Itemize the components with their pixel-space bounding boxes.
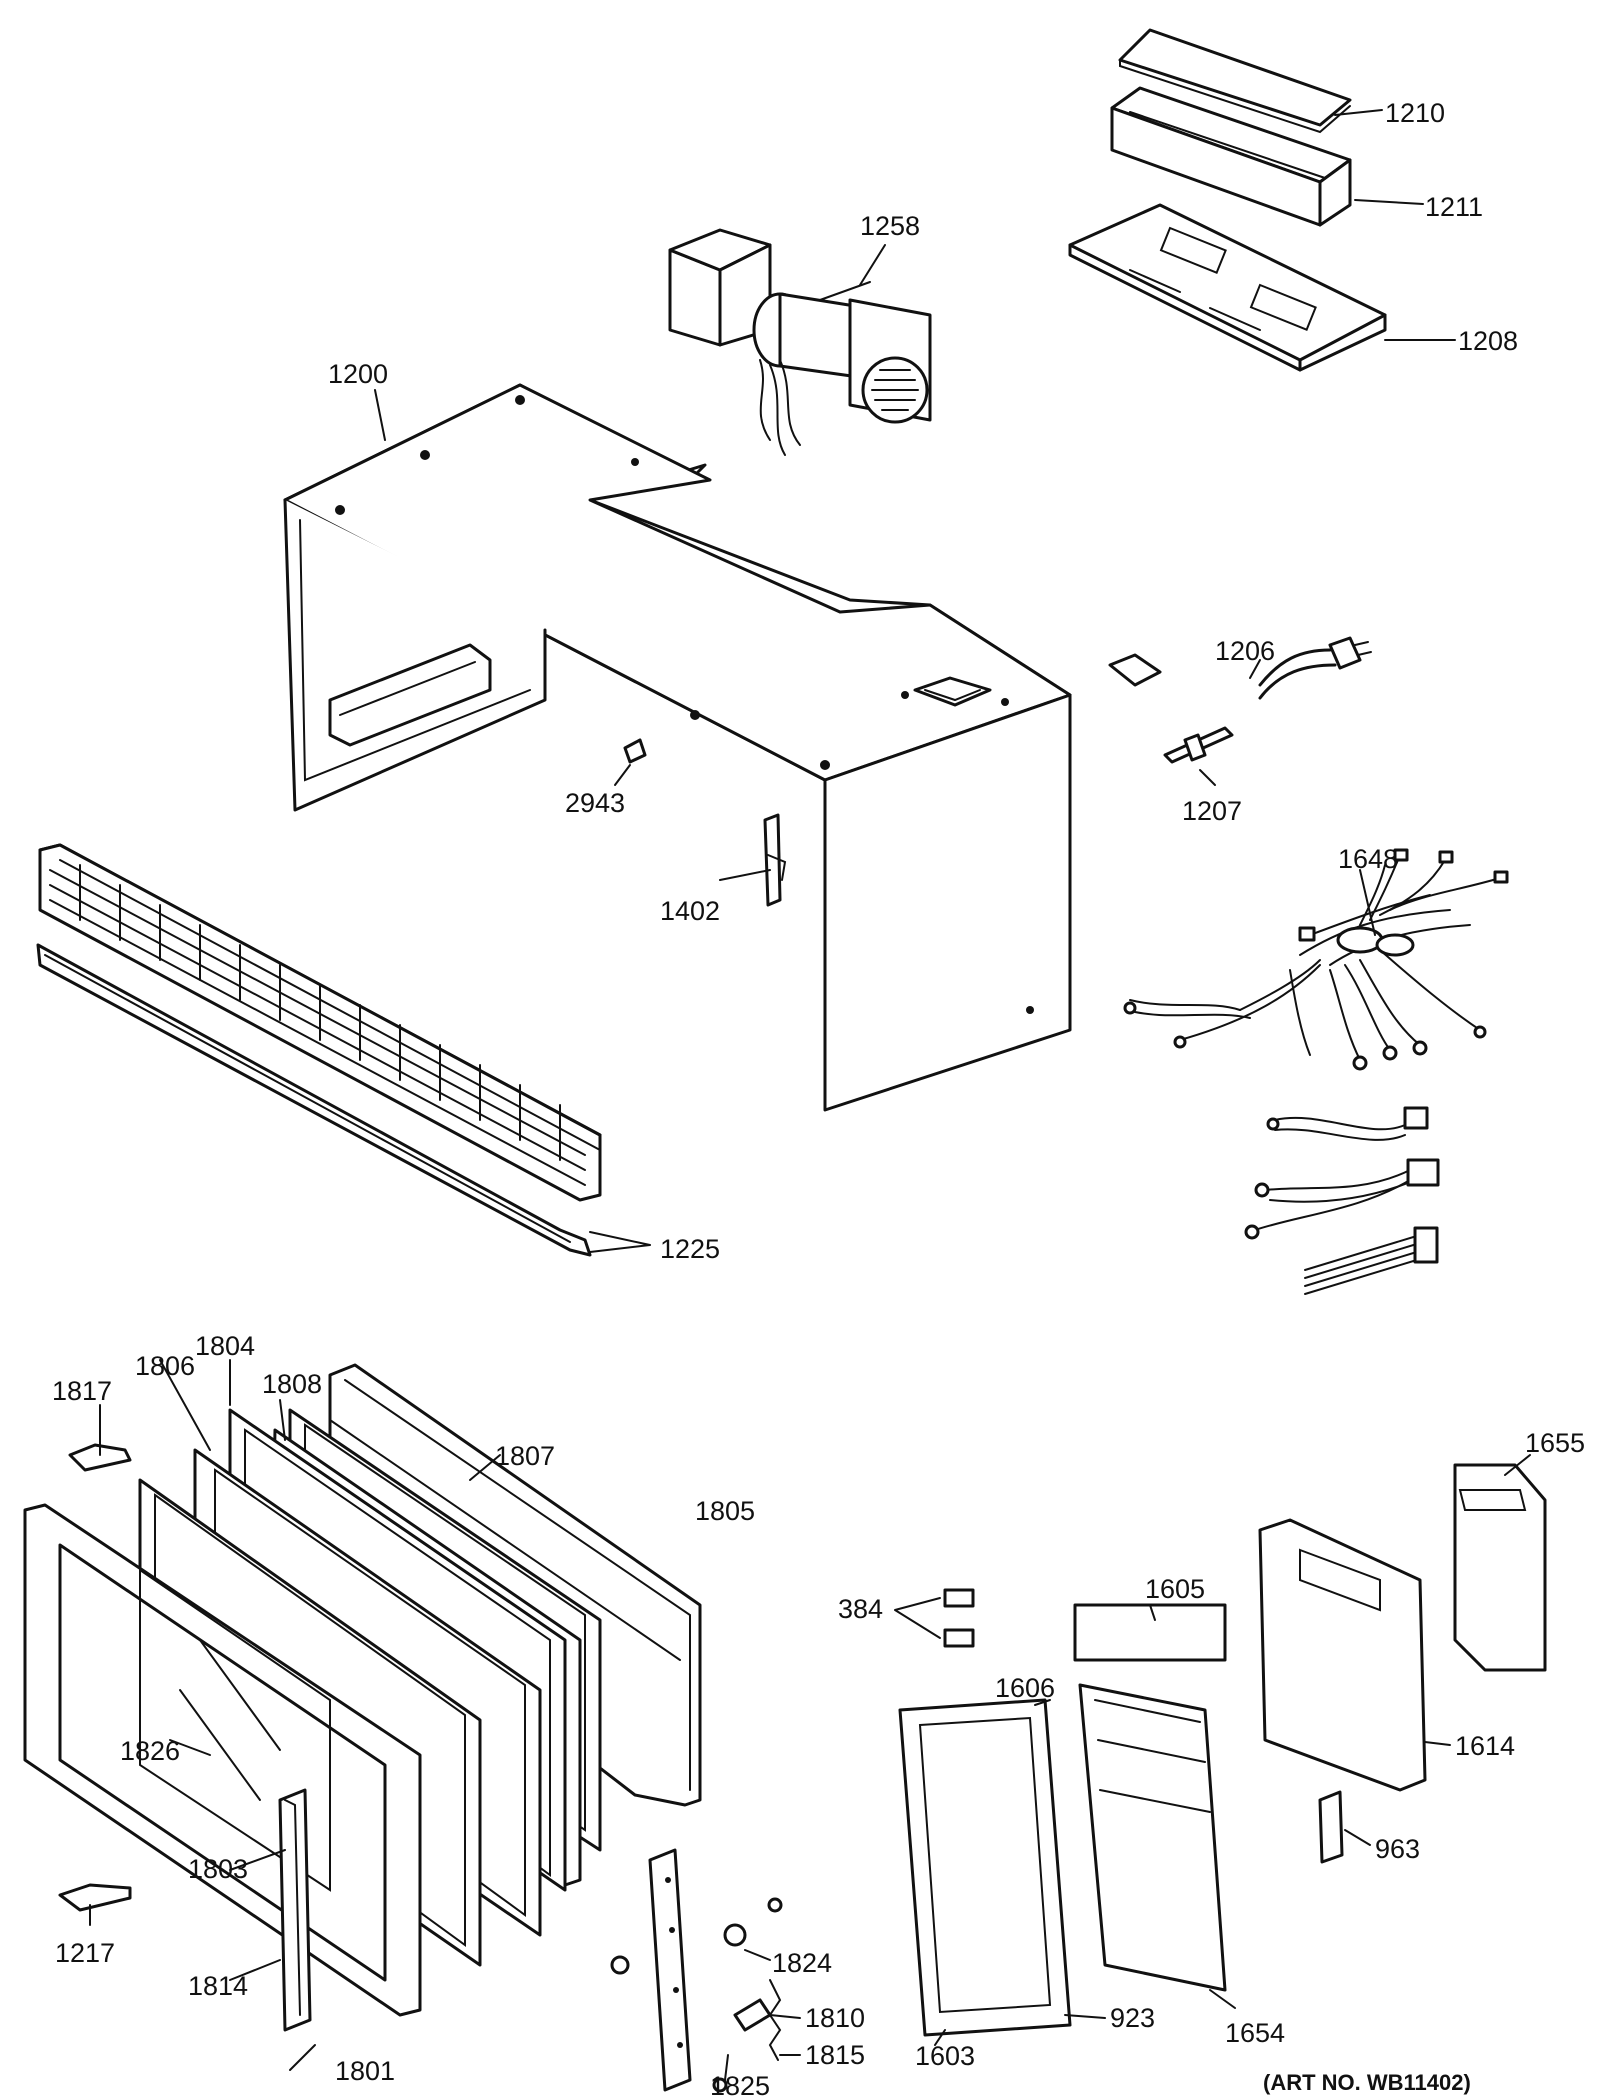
part-1648-wire-harness: [1123, 848, 1509, 1295]
callout-1814: 1814: [188, 1971, 248, 2001]
part-2943-clip: [623, 738, 647, 764]
callout-1825: 1825: [710, 2071, 770, 2100]
callout-1210: 1210: [1385, 98, 1445, 128]
callout-1648: 1648: [1338, 844, 1398, 874]
part-1605-display-window: [1073, 1603, 1227, 1662]
callout-1824: 1824: [772, 1948, 832, 1978]
callout-923: 923: [1110, 2003, 1155, 2033]
callout-1208: 1208: [1458, 326, 1518, 356]
part-1655-display-board: [1453, 1463, 1547, 1672]
part-1211-duct: [1110, 86, 1352, 227]
callout-1808: 1808: [262, 1369, 322, 1399]
callout-1803: 1803: [188, 1854, 248, 1884]
callout-963: 963: [1375, 1834, 1420, 1864]
callout-1207: 1207: [1182, 796, 1242, 826]
part-963-bracket: [1318, 1790, 1344, 1864]
callout-1807: 1807: [495, 1441, 555, 1471]
callout-1206: 1206: [1215, 636, 1275, 666]
part-1210-cover: [1118, 28, 1352, 134]
part-1402-bracket: [763, 813, 787, 907]
callout-1614: 1614: [1455, 1731, 1515, 1761]
part-1258-blower-motor: [668, 228, 932, 456]
callout-2943: 2943: [565, 788, 625, 818]
callout-1258: 1258: [860, 211, 920, 241]
callout-1654: 1654: [1225, 2018, 1285, 2048]
part-1207-strain-relief: [1163, 726, 1234, 764]
callout-1402: 1402: [660, 896, 720, 926]
part-1208-plate: [1068, 203, 1387, 372]
callout-1826: 1826: [120, 1736, 180, 1766]
part-1217-hinge: [58, 1883, 132, 1912]
callout-1810: 1810: [805, 2003, 865, 2033]
part-hinge-assembly: [610, 1848, 783, 2093]
leader-lines: [89, 109, 1531, 2081]
callout-1806: 1806: [135, 1351, 195, 1381]
part-1206-power-cord: [1108, 636, 1372, 700]
callout-1200: 1200: [328, 359, 388, 389]
callout-1815: 1815: [805, 2040, 865, 2070]
part-1606-control-frame: [898, 1698, 1072, 2037]
callout-1603: 1603: [915, 2041, 975, 2071]
part-1817-hinge: [68, 1443, 132, 1472]
callout-1817: 1817: [52, 1376, 112, 1406]
callout-1225: 1225: [660, 1234, 720, 1264]
callout-1804: 1804: [195, 1331, 255, 1361]
callout-1801: 1801: [335, 2056, 395, 2086]
callout-1217: 1217: [55, 1938, 115, 1968]
callout-1606: 1606: [995, 1673, 1055, 1703]
callout-384: 384: [838, 1594, 883, 1624]
callout-1605: 1605: [1145, 1574, 1205, 1604]
part-1614-control-board: [1258, 1518, 1427, 1792]
callout-1655: 1655: [1525, 1428, 1585, 1458]
part-1200-outer-case: [283, 383, 1072, 1112]
callout-1805: 1805: [695, 1496, 755, 1526]
callout-1211: 1211: [1425, 192, 1483, 222]
part-1814-handle: [278, 1788, 312, 2032]
part-384-buttons: [943, 1588, 975, 1648]
part-1654-touchpad: [1078, 1683, 1227, 1992]
art-number: (ART NO. WB11402): [1263, 2070, 1471, 2095]
part-1225-vent-grille: [36, 843, 602, 1257]
